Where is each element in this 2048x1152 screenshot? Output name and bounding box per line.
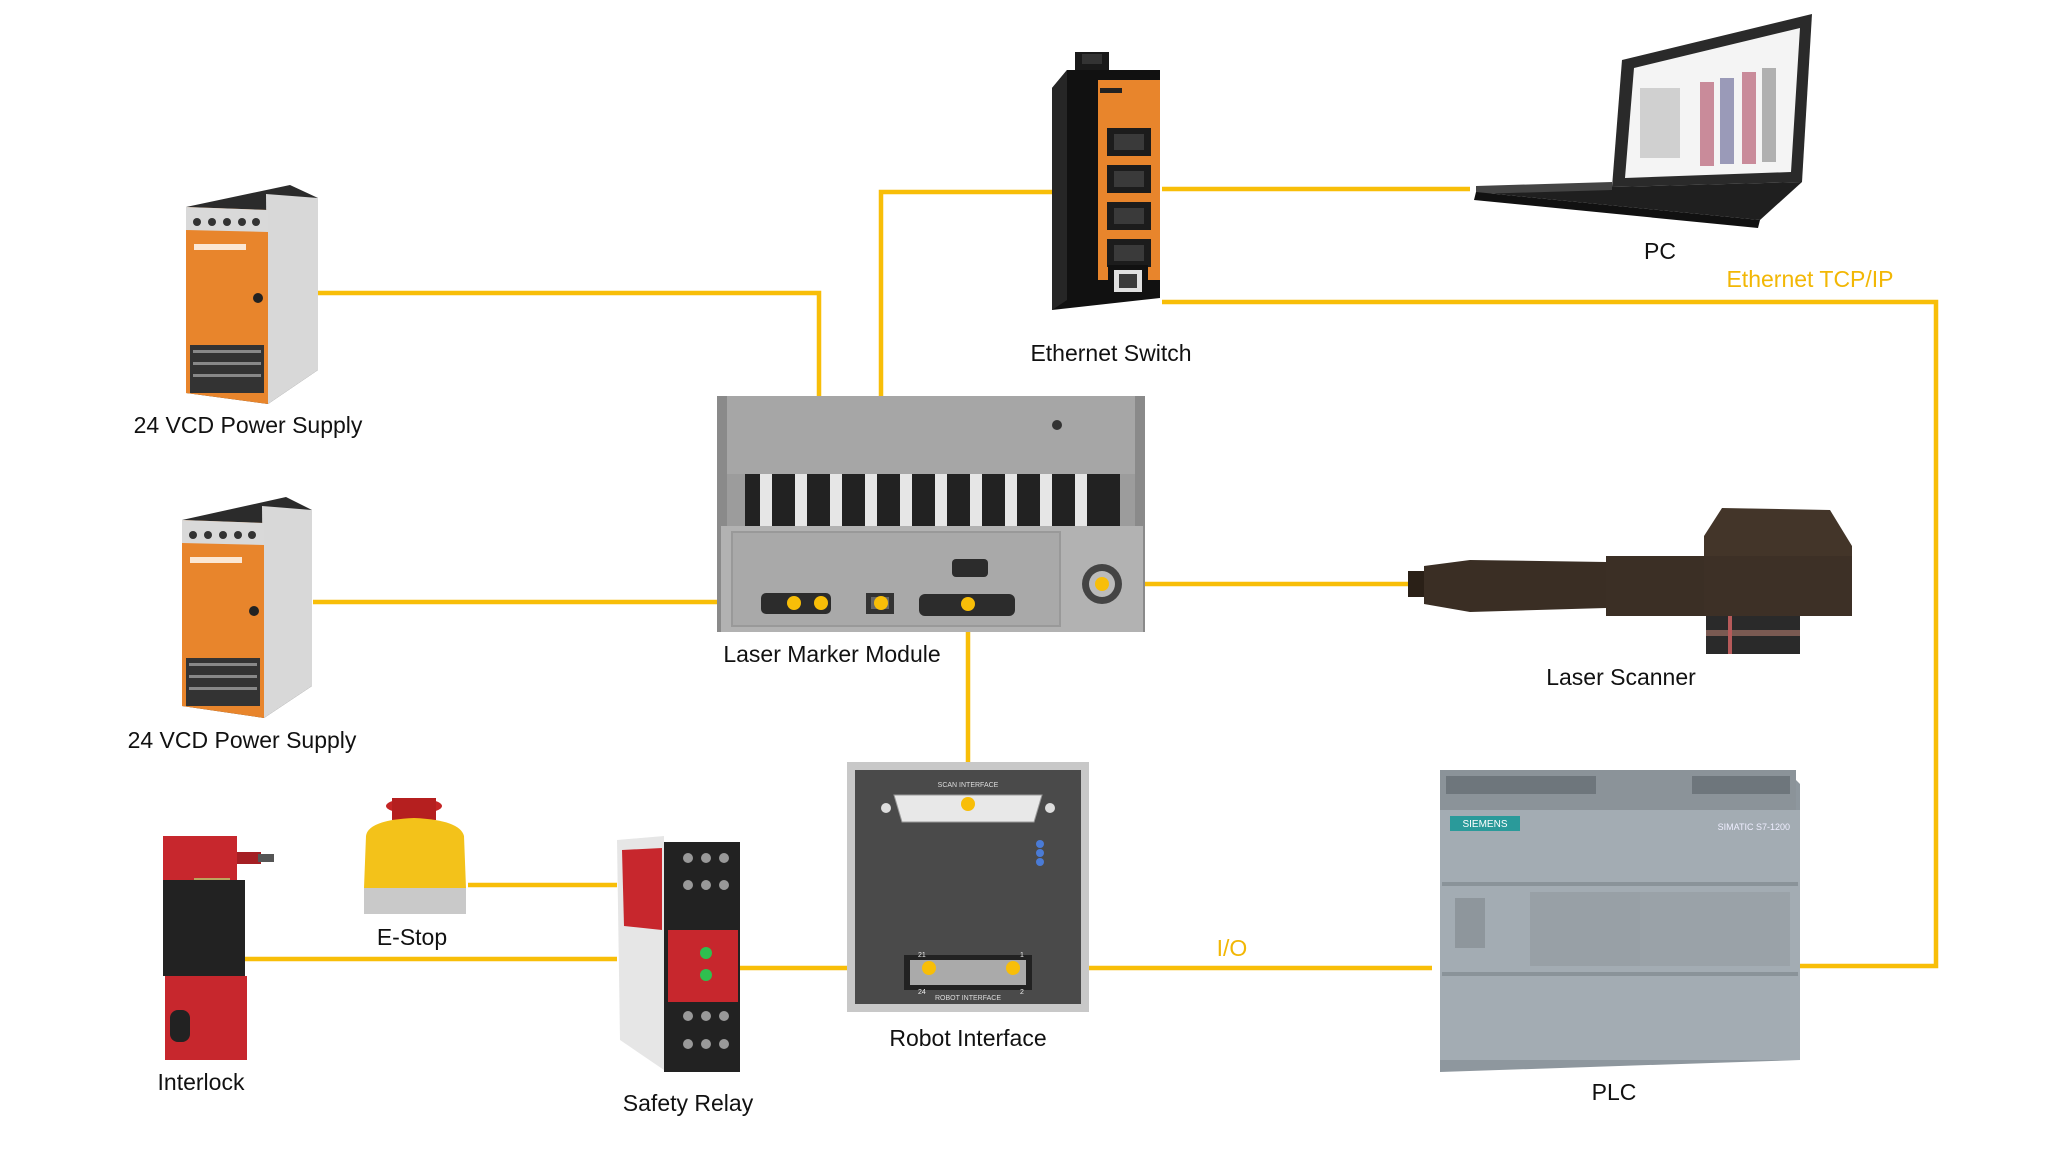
plc: SIEMENS SIMATIC S7-1200 PLC xyxy=(1440,770,1800,1105)
safety-relay-icon xyxy=(617,836,740,1072)
power-supply-icon xyxy=(182,497,312,718)
ethernet-switch: Ethernet Switch xyxy=(1030,52,1192,366)
robot-io-port-right xyxy=(1006,961,1020,975)
safety-relay: Safety Relay xyxy=(617,836,754,1116)
interlock-label: Interlock xyxy=(158,1069,245,1095)
laser-scanner: Laser Scanner xyxy=(1408,508,1852,690)
pin-label-21: 21 xyxy=(918,952,926,959)
robot-interface-label: Robot Interface xyxy=(889,1025,1046,1051)
scan-interface-text: SCAN INTERFACE xyxy=(938,782,999,789)
power-supply-icon xyxy=(186,185,318,404)
power-supply-1: 24 VCD Power Supply xyxy=(134,185,363,438)
laser-marker-label: Laser Marker Module xyxy=(723,641,940,667)
power-supply-1-label: 24 VCD Power Supply xyxy=(134,412,363,438)
emergency-stop-icon xyxy=(364,798,466,914)
e-stop: E-Stop xyxy=(364,798,466,950)
marker-power-port-2 xyxy=(814,596,828,610)
pin-label-1: 1 xyxy=(1020,952,1024,959)
power-supply-2: 24 VCD Power Supply xyxy=(128,497,357,753)
interlock: Interlock xyxy=(158,836,274,1095)
pc-label: PC xyxy=(1644,238,1676,264)
io-connection-label: I/O xyxy=(1217,935,1248,961)
ethernet-switch-label: Ethernet Switch xyxy=(1030,340,1191,366)
marker-scanner-port xyxy=(1095,577,1109,591)
marker-power-port-1 xyxy=(787,596,801,610)
switch-to-plc-ethernet-wire xyxy=(1162,299,1939,969)
laser-scanner-label: Laser Scanner xyxy=(1546,664,1696,690)
safety-relay-label: Safety Relay xyxy=(623,1090,754,1116)
pc: PC xyxy=(1474,14,1812,264)
plc-brand: SIEMENS xyxy=(1462,819,1507,830)
interlock-switch-icon xyxy=(163,836,274,1060)
laptop-icon xyxy=(1474,14,1812,228)
e-stop-label: E-Stop xyxy=(377,924,447,950)
ethernet-connection-label: Ethernet TCP/IP xyxy=(1726,266,1893,292)
network-switch-icon xyxy=(1052,52,1160,310)
laser-scanner-icon xyxy=(1408,508,1852,654)
robot-interface-text: ROBOT INTERFACE xyxy=(935,995,1001,1002)
pin-label-2: 2 xyxy=(1020,989,1024,996)
marker-robot-port xyxy=(961,597,975,611)
plc-label: PLC xyxy=(1592,1079,1637,1105)
robot-interface: SCAN INTERFACE 21 1 24 2 ROBOT INTERFACE… xyxy=(847,762,1089,1051)
plc-icon: SIEMENS SIMATIC S7-1200 xyxy=(1440,770,1800,1072)
laser-marker-module: Laser Marker Module xyxy=(717,396,1145,667)
laser-marker-icon xyxy=(717,396,1145,632)
marker-ethernet-port xyxy=(874,596,888,610)
power-supply-2-label: 24 VCD Power Supply xyxy=(128,727,357,753)
pin-label-24: 24 xyxy=(918,989,926,996)
robot-scan-port xyxy=(961,797,975,811)
plc-model: SIMATIC S7-1200 xyxy=(1718,822,1790,832)
robot-io-port-left xyxy=(922,961,936,975)
